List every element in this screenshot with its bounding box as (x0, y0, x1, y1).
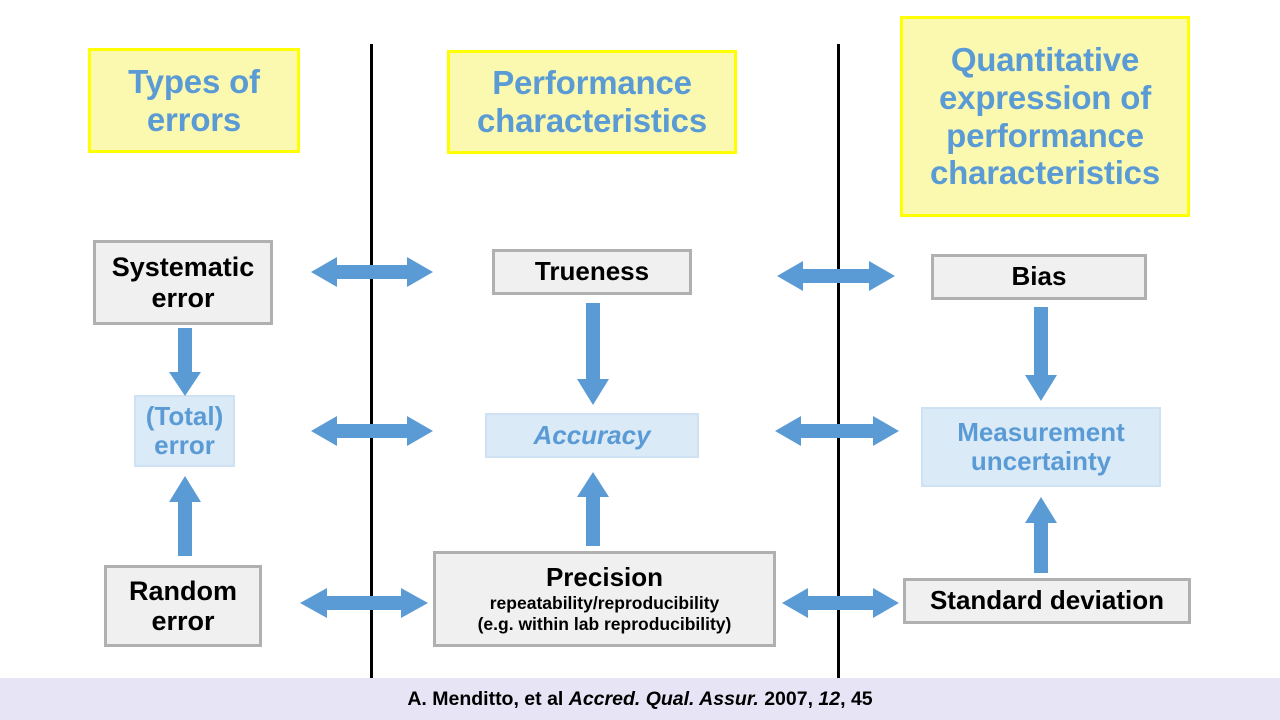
box-standard-deviation: Standard deviation (903, 578, 1191, 624)
box-bias: Bias (931, 254, 1147, 300)
box-accuracy: Accuracy (485, 413, 699, 458)
double-arrow-total-error-accuracy (311, 416, 433, 446)
citation-volume: 12 (818, 687, 841, 710)
column-divider-right (837, 44, 840, 678)
box-trueness: Trueness (492, 249, 692, 295)
box-systematic-error: Systematic error (93, 240, 273, 325)
citation-page: , 45 (840, 687, 873, 710)
arrow-down-bias-to-measurement-uncertainty (1025, 307, 1057, 401)
citation-year: 2007, (758, 687, 819, 710)
footer-citation-band: A. Menditto, et al Accred. Qual. Assur. … (0, 678, 1280, 720)
double-arrow-accuracy-measurement-uncertainty (775, 416, 899, 446)
header-quantitative-expression: Quantitative expression of performance c… (900, 16, 1190, 217)
arrow-down-trueness-to-accuracy (577, 303, 609, 405)
double-arrow-trueness-bias (777, 261, 895, 291)
precision-subtitle-example: (e.g. within lab reproducibility) (477, 613, 732, 634)
citation-journal: Accred. Qual. Assur. (568, 687, 759, 710)
arrow-up-standard-deviation-to-measurement-uncertainty (1025, 497, 1057, 573)
citation-text: A. Menditto, et al Accred. Qual. Assur. … (407, 688, 872, 711)
double-arrow-systematic-error-trueness (311, 257, 433, 287)
header-types-of-errors: Types of errors (88, 48, 300, 153)
double-arrow-random-error-precision (300, 588, 428, 618)
box-random-error: Random error (104, 565, 262, 647)
double-arrow-precision-standard-deviation (782, 588, 899, 618)
box-total-error: (Total) error (134, 395, 235, 467)
column-divider-left (370, 44, 373, 678)
box-measurement-uncertainty: Measurement uncertainty (921, 407, 1161, 487)
precision-subtitle-repeatability: repeatability/reproducibility (489, 592, 720, 613)
arrow-down-systematic-error-to-total-error (169, 328, 201, 396)
box-precision: Precision repeatability/reproducibility … (433, 551, 776, 647)
arrow-up-random-error-to-total-error (169, 476, 201, 556)
precision-title: Precision (545, 562, 664, 593)
citation-authors: A. Menditto, et al (407, 687, 569, 710)
header-performance-characteristics: Performance characteristics (447, 50, 737, 154)
arrow-up-precision-to-accuracy (577, 472, 609, 546)
